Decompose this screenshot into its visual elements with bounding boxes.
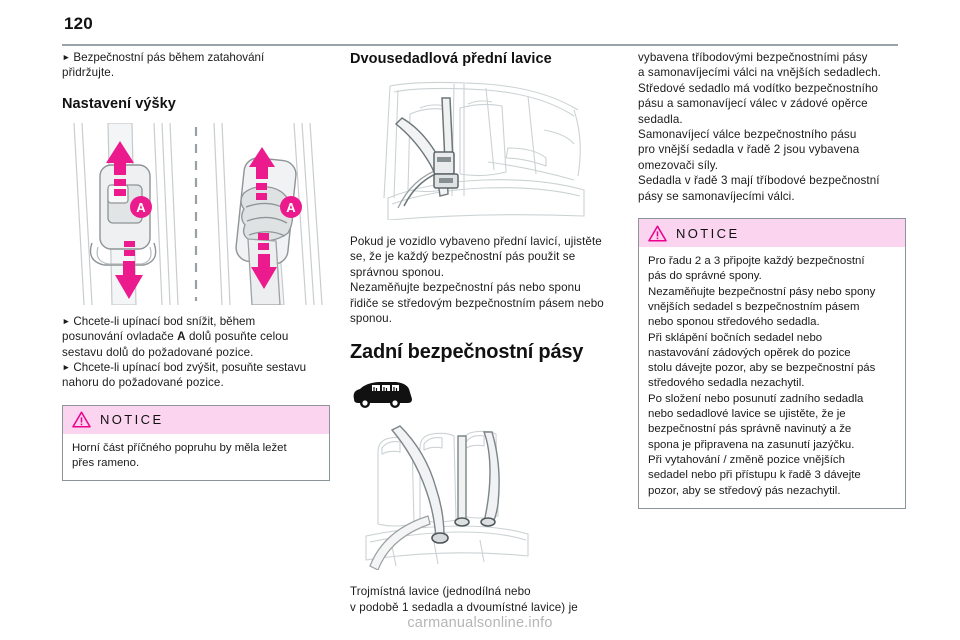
callout-a-left: A [130, 195, 152, 218]
notice-line: spona je připravena na zasunutí jazýčku. [648, 438, 855, 451]
bullet-raise-anchor: ►Chcete-li upínací bod zvýšit, posuňte s… [62, 360, 330, 375]
notice-line: bezpečnostní pás správně navinutý a že [648, 423, 852, 436]
bullet-lower-anchor: ►Chcete-li upínací bod snížit, během [62, 314, 330, 329]
para-rear-belts-l2: a samonavíjecími válci na vnějších sedad… [638, 66, 882, 80]
para-rear-belts-l10: pásy se samonavíjecími válci. [638, 189, 795, 203]
up-arrow-right [249, 146, 275, 200]
notice-line: sedadel nebo při přístupu k řadě 3 dávej… [648, 469, 861, 482]
notice-line: pás do správné spony. [648, 270, 762, 283]
spacer [350, 365, 618, 379]
notice-body-left: Horní část příčného popruhu by měla leže… [63, 434, 329, 481]
warning-triangle-icon [648, 225, 667, 242]
bullet-raise-anchor-line1: Chcete-li upínací bod zvýšit, posuňte se… [73, 361, 307, 375]
triangle-bullet-icon: ► [62, 362, 71, 373]
triangle-bullet-icon: ► [62, 52, 71, 62]
notice-header-left: NOTICE [63, 405, 329, 434]
notice-line: pozor, aby se středový pás nezachytil. [648, 484, 841, 497]
bullet-lower-anchor-line2a: posunování ovladače [62, 330, 178, 344]
para-front-bench-l1: Pokud je vozidlo vybaveno přední lavicí,… [350, 235, 602, 248]
notice-line: Nezaměňujte bezpečnostní pásy nebo spony [648, 285, 876, 298]
spacer [62, 391, 330, 405]
bullet-raise-anchor-line2: nahoru do požadované pozice. [62, 376, 224, 390]
spacer [62, 81, 330, 95]
column-right: vybavena tříbodovými bezpečnostními pásy… [638, 50, 906, 509]
heading-rear-seat-belts: Zadní bezpečnostní pásy [350, 341, 584, 364]
notice-header-right: NOTICE [639, 219, 905, 248]
notice-box-right: NOTICE Pro řadu 2 a 3 připojte každý bez… [638, 218, 906, 509]
page-number: 120 [64, 14, 93, 33]
notice-line: Při vytahování / změně pozice vnějších [648, 453, 845, 466]
rear-seat-belts-illustration [365, 425, 529, 571]
notice-line: Horní část příčného popruhu by měla leže… [72, 441, 287, 454]
bullet-lower-anchor-line1: Chcete-li upínací bod snížit, během [73, 314, 256, 328]
notice-line: nebo sponou středového sedadla. [648, 316, 820, 329]
notice-body-right: Pro řadu 2 a 3 připojte každý bezpečnost… [639, 247, 905, 508]
triangle-bullet-icon: ► [62, 315, 71, 326]
para-rear-belts-l1: vybavena tříbodovými bezpečnostními pásy [638, 51, 868, 64]
column-left: ►Bezpečnostní pás během zatahování přidr… [62, 50, 330, 482]
down-arrow-right [251, 232, 277, 289]
para-three-seat-bench-l1: Trojmístná lavice (jednodílná nebo [350, 585, 531, 599]
notice-line: stolu dávejte pozor, aby se bezpečnostní… [648, 362, 876, 375]
para-rear-belts-l9: Sedadla v řadě 3 mají tříbodové bezpečno… [638, 174, 880, 188]
footer-watermark: carmanualsonline.info [407, 615, 553, 631]
notice-line: Při sklápění bočních sedadel nebo [648, 331, 823, 344]
front-bench-seat-belt-illustration [383, 81, 585, 220]
page-header: 120 [0, 0, 960, 50]
bullet-hold-belt-line2: přidržujte. [62, 66, 115, 80]
para-rear-belts-l4: pásu a samonavíjecí válec v zádové opěrc… [638, 97, 868, 111]
para-rear-belts-l7: pro vnější sedadla v řadě 2 jsou vybaven… [638, 143, 860, 157]
para-buckle-warning-l2: řidiče se středovým bezpečnostním pásem … [350, 296, 604, 310]
notice-title-right: NOTICE [676, 225, 740, 241]
notice-line: Po složení nebo posunutí zadního sedadla [648, 392, 864, 405]
spacer [350, 570, 618, 584]
svg-text:A: A [286, 200, 296, 215]
warning-triangle-icon [72, 411, 91, 428]
para-buckle-warning-l1: Nezaměňujte bezpečnostní pás nebo sponu [350, 281, 581, 295]
spacer [350, 69, 618, 78]
spacer [638, 204, 906, 218]
seat-belt-assembly [394, 97, 459, 209]
bullet-lower-anchor-line2c: dolů posuňte celou [185, 330, 289, 344]
callout-a-right: A [280, 195, 302, 218]
bullet-lower-anchor-line2: posunování ovladače A dolů posuňte celou [62, 329, 330, 344]
content-columns: ►Bezpečnostní pás během zatahování přidr… [0, 50, 960, 614]
notice-box-left: NOTICE Horní část příčného popruhu by mě… [62, 404, 330, 482]
spacer [350, 326, 618, 340]
up-arrow-left [106, 140, 134, 196]
para-front-bench-l3: správnou sponou. [350, 265, 445, 279]
para-three-seat-bench-l2: v podobě 1 sedadla a dvoumístné lavice) … [350, 600, 578, 614]
bullet-hold-belt: ►Bezpečnostní pás během zatahování [62, 50, 330, 65]
column-middle: Dvousedadlová přední lavice [350, 50, 618, 615]
control-label-a: A [177, 330, 186, 344]
para-rear-belts-l6: Samonavíjecí válce bezpečnostního pásu [638, 128, 857, 142]
para-front-bench-l2: se, že je každý bezpečnostní pás použit … [350, 250, 576, 264]
para-rear-belts-l5: sedadla. [638, 112, 683, 126]
notice-line: středového sedadla nezachytil. [648, 377, 805, 390]
heading-height-adjustment: Nastavení výšky [62, 95, 176, 112]
bullet-lower-anchor-line3: sestavu dolů do požadované pozice. [62, 345, 254, 359]
svg-text:A: A [136, 200, 146, 215]
notice-line: Pro řadu 2 a 3 připojte každý bezpečnost… [648, 255, 865, 268]
belt-height-adjuster-illustration: A [73, 122, 323, 305]
para-buckle-warning-l3: sponou. [350, 312, 393, 326]
spacer [350, 409, 618, 418]
notice-title-left: NOTICE [100, 412, 164, 428]
spacer [62, 305, 330, 314]
notice-line: vnějších sedadel s bezpečnostním pásem [648, 300, 860, 313]
para-rear-belts-l8: omezovači síly. [638, 158, 719, 172]
rear-belt-webbings [369, 425, 500, 571]
down-arrow-left [115, 240, 143, 299]
spacer [62, 114, 330, 123]
heading-front-bench-seat: Dvousedadlová přední lavice [350, 51, 552, 67]
para-rear-belts-l3: Středové sedadlo má vodítko bezpečnostní… [638, 81, 879, 95]
notice-line: nastavování zádových opěrek do pozice [648, 346, 851, 359]
bullet-hold-belt-line1: Bezpečnostní pás během zatahování [73, 51, 265, 64]
notice-line: nebo sedadlové lavice se ujistěte, že je [648, 408, 846, 421]
notice-line: přes rameno. [72, 457, 140, 470]
spacer [350, 220, 618, 234]
van-icon [353, 382, 412, 409]
header-divider [62, 44, 898, 46]
